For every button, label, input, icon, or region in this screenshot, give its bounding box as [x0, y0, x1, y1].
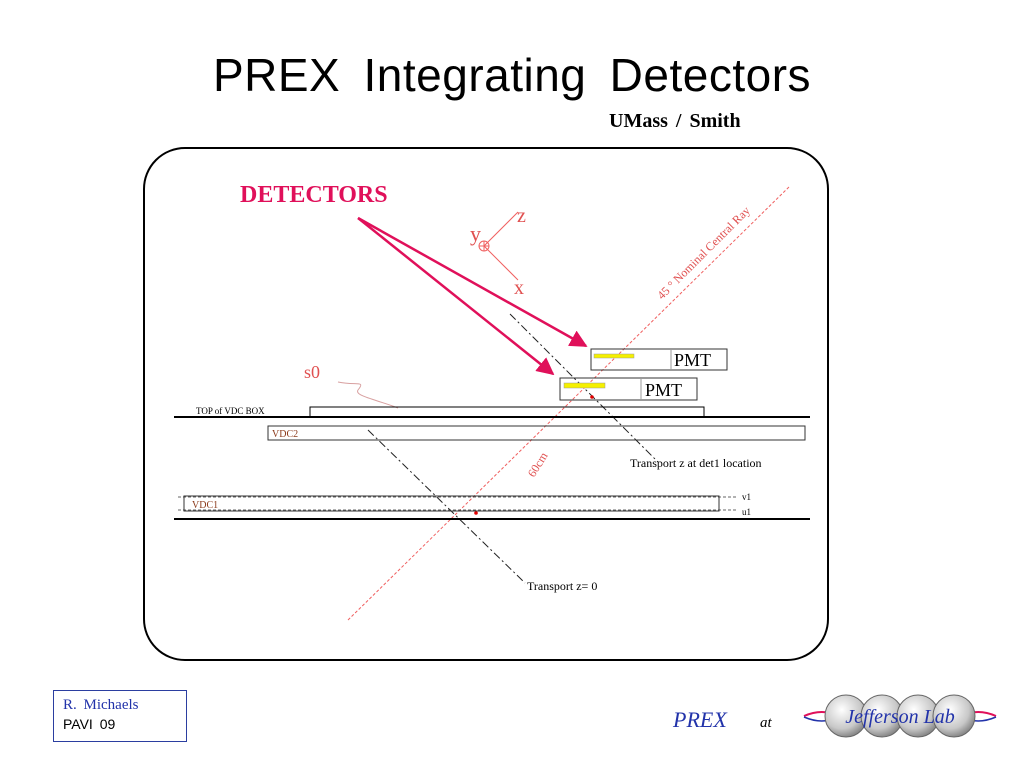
- slide-title: PREX Integrating Detectors: [212, 49, 812, 101]
- v1-label: v1: [742, 492, 751, 502]
- pmt-lower-scintillator: [563, 382, 606, 389]
- event-name: PAVI 09: [63, 716, 116, 732]
- axis-x-label: x: [514, 277, 524, 299]
- slide-subtitle: UMass / Smith: [609, 110, 741, 132]
- vdc1-label: VDC1: [192, 500, 218, 511]
- detectors-arrow-lower: [357, 217, 555, 376]
- axis-z-line: [483, 211, 519, 247]
- axis-x-line: [483, 245, 519, 281]
- transport-axis-line: [367, 429, 526, 584]
- axis-y-label: y: [470, 221, 481, 246]
- central-ray-line: [347, 185, 791, 621]
- vdc2-label: VDC2: [272, 429, 298, 440]
- s0-squiggle: [337, 381, 399, 409]
- central-ray-label: 45 ° Nominal Central Ray: [654, 204, 753, 303]
- pmt-lower-detector: [559, 377, 698, 401]
- pmt-lower-label: PMT: [645, 380, 682, 400]
- pmt-upper-scintillator: [593, 353, 635, 359]
- top-vdc-box-label: TOP of VDC BOX: [196, 406, 265, 416]
- jefferson-lab-logo: Jefferson Lab: [803, 694, 997, 738]
- pmt-upper-detector: [590, 348, 728, 371]
- vdc1-chamber: [183, 495, 720, 512]
- transport-det1-label: Transport z at det1 location: [630, 456, 762, 470]
- prex-footer-label: PREX: [673, 707, 727, 732]
- top-vdc-box: [309, 406, 705, 418]
- detectors-label: DETECTORS: [240, 182, 388, 208]
- vdc2-chamber: [267, 425, 806, 441]
- transport-axis-upper-line: [509, 313, 659, 463]
- u1-label: u1: [742, 507, 751, 517]
- pmt-upper-label: PMT: [674, 350, 711, 370]
- axis-z-label: z: [517, 205, 526, 227]
- distance-label: 60cm: [525, 449, 551, 480]
- s0-label: s0: [304, 362, 320, 382]
- logo-text: Jefferson Lab: [845, 706, 954, 728]
- detectors-arrow-upper: [357, 216, 588, 348]
- vdc1-ray-mark: [474, 511, 478, 515]
- author-name: R. Michaels: [63, 697, 139, 713]
- transport-zero-label: Transport z= 0: [527, 579, 597, 593]
- at-label: at: [760, 715, 772, 731]
- author-box: R. Michaels PAVI 09: [53, 690, 187, 742]
- pmt-lower-ray-mark: [590, 395, 594, 399]
- diagram-frame: [143, 147, 829, 661]
